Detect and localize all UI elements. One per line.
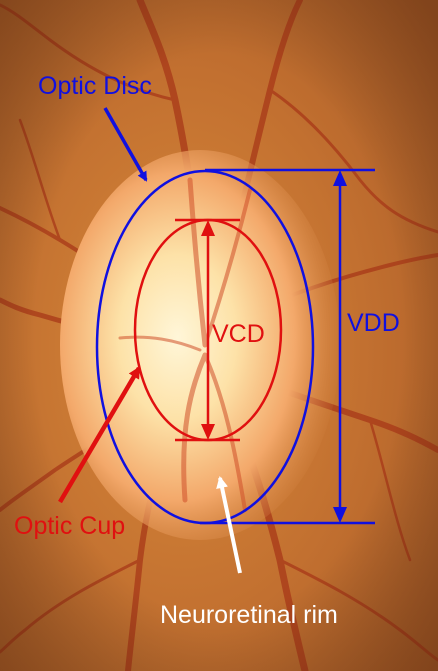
optic-disc-label: Optic Disc [38,72,152,100]
neuroretinal-rim-label: Neuroretinal rim [160,601,338,629]
vdd-label: VDD [347,309,400,337]
vcd-label: VCD [212,320,265,348]
optic-cup-label: Optic Cup [14,512,125,540]
